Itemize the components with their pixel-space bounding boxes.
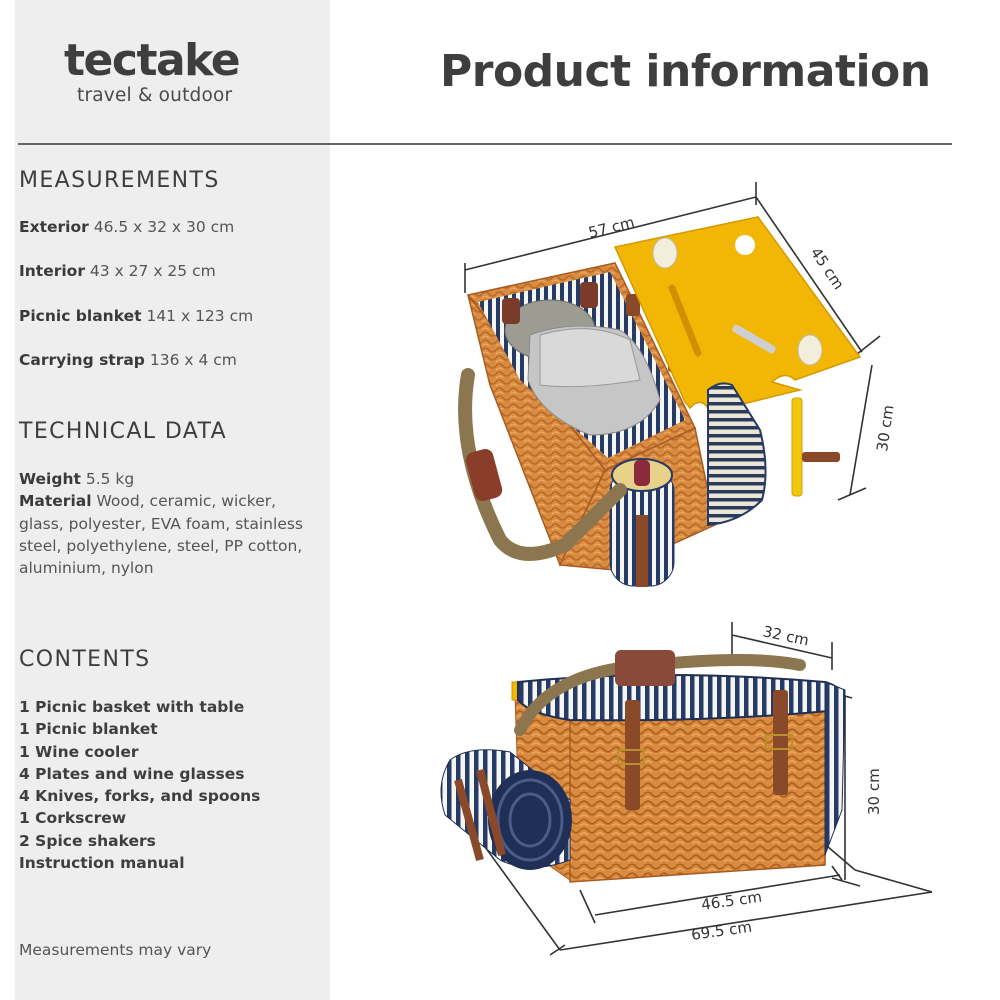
- dimension-total-length-label: 69.5 cm: [690, 918, 753, 944]
- wine-cooler: [609, 458, 675, 587]
- spec-label: Carrying strap: [19, 351, 145, 369]
- spec-exterior: Exterior 46.5 x 32 x 30 cm: [19, 218, 234, 236]
- yellow-table: [613, 216, 862, 497]
- spec-value: 136 x 4 cm: [149, 351, 237, 369]
- strap-pad: [615, 650, 675, 686]
- measurements-heading: MEASUREMENTS: [19, 168, 220, 193]
- footnote: Measurements may vary: [19, 941, 212, 959]
- spec-label: Weight: [19, 470, 81, 488]
- dimension-height-label: 30 cm: [873, 404, 897, 453]
- rolled-picnic-blanket: [440, 749, 572, 870]
- technical-data-heading: TECHNICAL DATA: [19, 419, 228, 444]
- list-item: 1 Corkscrew: [19, 809, 127, 828]
- contents-list: 1 Picnic basket with table 1 Picnic blan…: [19, 696, 260, 874]
- spec-value: Wood, ceramic, wicker, glass, polyester,…: [19, 492, 304, 578]
- brand-tagline: travel & outdoor: [77, 85, 233, 106]
- contents-heading: CONTENTS: [19, 647, 151, 672]
- technical-data-block: Weight 5.5 kg Material Wood, ceramic, wi…: [19, 468, 319, 579]
- list-item: 1 Picnic blanket: [19, 720, 158, 739]
- list-item: 1 Wine cooler: [19, 742, 139, 761]
- spec-carrying-strap: Carrying strap 136 x 4 cm: [19, 351, 237, 369]
- closed-basket-illustration: 32 cm 30 cm 46.5 cm 69.5 cm: [440, 622, 933, 956]
- list-item: 1 Picnic basket with table: [19, 698, 245, 716]
- list-item: 4 Knives, forks, and spoons: [19, 787, 261, 806]
- spec-value: 46.5 x 32 x 30 cm: [93, 218, 235, 236]
- dimension-depth-label: 32 cm: [761, 622, 810, 649]
- list-item: 2 Spice shakers: [19, 831, 156, 850]
- dimension-length-label: 46.5 cm: [700, 888, 763, 914]
- brand-name: tectake: [64, 35, 241, 86]
- spec-label: Interior: [19, 262, 85, 280]
- spec-material: Material Wood, ceramic, wicker, glass, p…: [19, 490, 319, 579]
- spec-label: Material: [19, 492, 92, 511]
- brand-logo: tectake travel & outdoor: [64, 35, 264, 107]
- dimension-depth-label: 45 cm: [807, 244, 848, 293]
- dimension-height-label: 30 cm: [865, 768, 883, 815]
- strap-pad: [465, 449, 503, 501]
- carrying-strap: [458, 368, 627, 561]
- striped-apron: [707, 382, 767, 527]
- open-basket-illustration: 57 cm 45 cm 30 cm: [458, 182, 897, 587]
- spec-value: 43 x 27 x 25 cm: [89, 262, 216, 280]
- dimension-width-label: 57 cm: [587, 213, 637, 242]
- spec-interior: Interior 43 x 27 x 25 cm: [19, 262, 216, 280]
- list-item: 4 Plates and wine glasses: [19, 764, 245, 783]
- spec-label: Exterior: [19, 218, 89, 236]
- header-divider: [18, 143, 952, 145]
- spec-value: 5.5 kg: [85, 470, 135, 488]
- dimension-lines: [479, 622, 933, 956]
- page-title: Product information: [440, 46, 931, 97]
- spec-label: Picnic blanket: [19, 307, 142, 325]
- spec-value: 141 x 123 cm: [146, 307, 254, 325]
- sidebar: [15, 0, 330, 1000]
- spec-picnic-blanket: Picnic blanket 141 x 123 cm: [19, 307, 253, 325]
- list-item: Instruction manual: [19, 854, 185, 873]
- spec-weight: Weight 5.5 kg: [19, 468, 319, 490]
